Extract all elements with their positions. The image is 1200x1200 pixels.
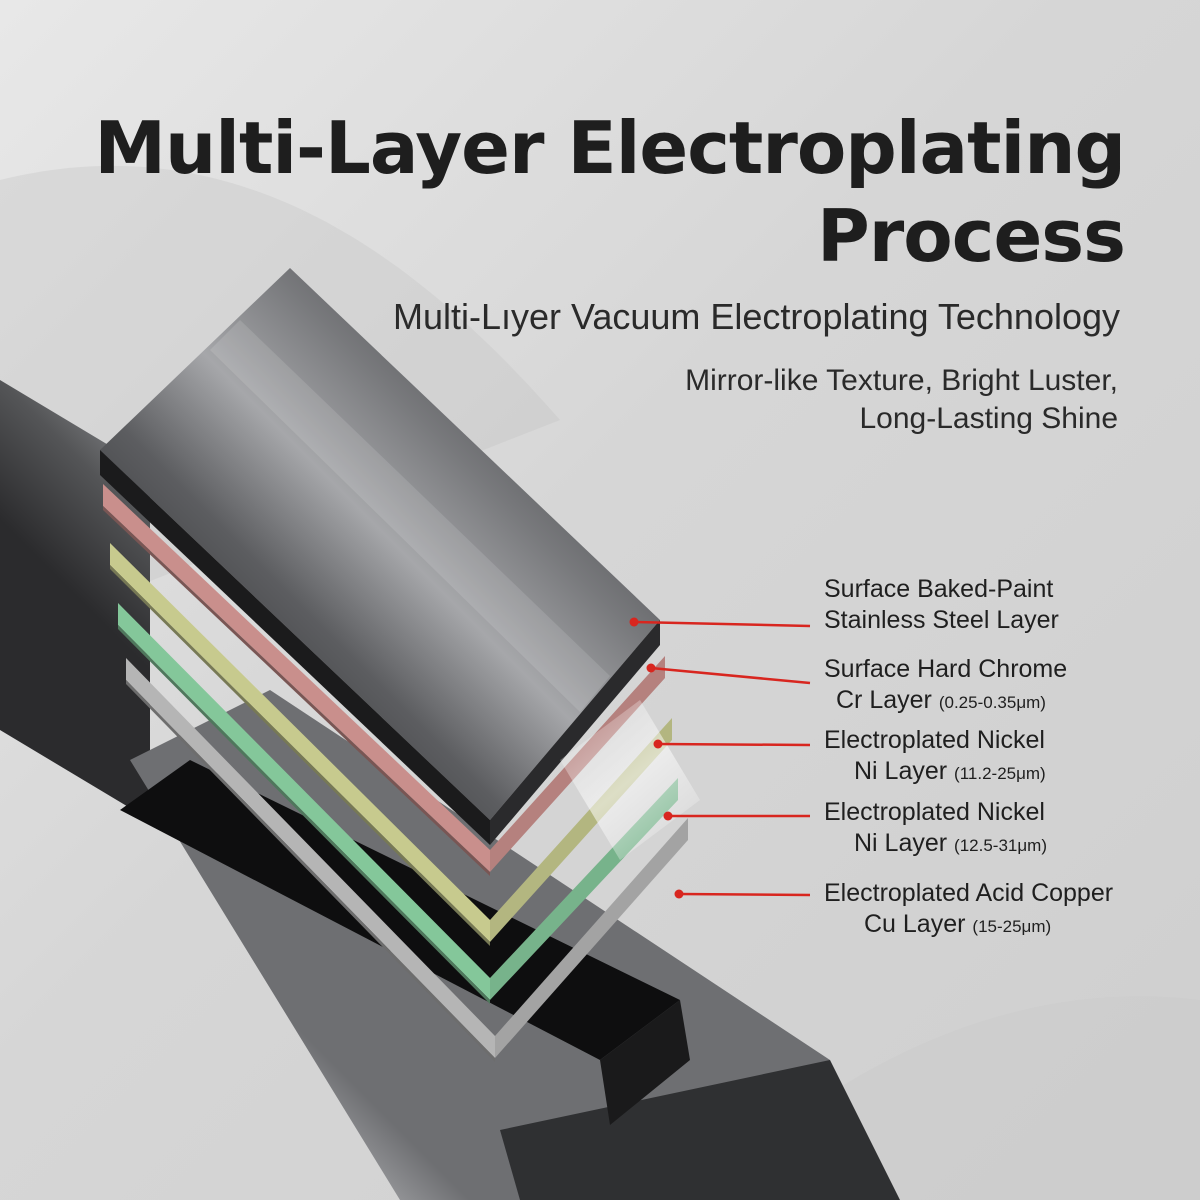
leader-dot-chrome [646, 663, 656, 673]
tagline-line-2: Long-Lasting Shine [859, 402, 1118, 435]
stainless-edge [100, 450, 490, 845]
tube-upper-left [0, 380, 150, 820]
label-title: Surface Hard Chrome [824, 655, 1068, 683]
leader-dot-stainless [629, 617, 639, 627]
layer-chrome-left-face [103, 484, 490, 872]
label-nickel-layer-1: Electroplated Nickel Ni Layer (11.2-25μm… [824, 725, 1124, 789]
stainless-shine [210, 320, 610, 712]
subtitle: Multi-Lıyer Vacuum Electroplating Techno… [392, 296, 1120, 337]
label-nickel-layer-2: Electroplated Nickel Ni Layer (12.5-31μm… [824, 797, 1124, 861]
label-spec: (0.25-0.35μm) [938, 693, 1046, 712]
leader-line-stainless [633, 620, 811, 628]
label-subtitle: Cr Layer [836, 686, 932, 714]
layer-nickel-2-left-face [118, 603, 490, 1000]
stainless-front [490, 620, 660, 845]
layer-chrome-edge [103, 506, 490, 876]
label-copper-layer: Electroplated Acid Copper Cu Layer (15-2… [824, 878, 1124, 942]
page-title-line-1: Multi-Layer Electroplating [94, 106, 1126, 190]
leader-dot-nickel-2 [663, 811, 673, 821]
leader-dot-nickel-1 [653, 739, 663, 749]
label-title: Electroplated Acid Copper [824, 879, 1114, 907]
layer-copper-left-face [126, 658, 495, 1058]
leader-line-copper [678, 892, 811, 897]
label-spec: (12.5-31μm) [954, 836, 1047, 855]
label-title: Surface Baked-Paint [824, 575, 1054, 603]
label-subtitle: Ni Layer [854, 757, 948, 785]
core-side [600, 1000, 690, 1125]
label-subtitle: Cu Layer [864, 910, 966, 938]
leader-dot-copper [674, 889, 684, 899]
tagline-line-1: Mirror-like Texture, Bright Luster, [685, 364, 1118, 397]
label-title: Electroplated Nickel [824, 726, 1045, 754]
layer-copper-edge [126, 680, 495, 1062]
corner-highlight [560, 700, 700, 860]
stainless-steel-plate [100, 268, 660, 845]
leader-lines [629, 617, 811, 899]
label-subtitle: Stainless Steel Layer [824, 606, 1059, 634]
layer-copper-right-face [495, 818, 688, 1058]
label-title: Electroplated Nickel [824, 798, 1045, 826]
layer-nickel-1-left-face [110, 543, 490, 942]
label-subtitle: Ni Layer [854, 829, 948, 857]
layer-copper [126, 658, 688, 1062]
tube-lower-end [500, 1060, 900, 1200]
label-chrome-layer: Surface Hard Chrome Cr Layer (0.25-0.35μ… [824, 654, 1124, 718]
leader-line-nickel-1 [657, 742, 811, 747]
label-spec: (11.2-25μm) [954, 764, 1046, 783]
stainless-top-face [100, 268, 660, 820]
page-title-line-2: Process [817, 194, 1126, 278]
layer-nickel-1-edge [110, 565, 490, 946]
layer-nickel-2-edge [118, 625, 490, 1004]
layer-stack [103, 484, 688, 1062]
label-stainless-steel-layer: Surface Baked-Paint Stainless Steel Laye… [824, 574, 1124, 636]
leader-line-chrome [650, 666, 811, 685]
label-spec: (15-25μm) [972, 917, 1052, 936]
